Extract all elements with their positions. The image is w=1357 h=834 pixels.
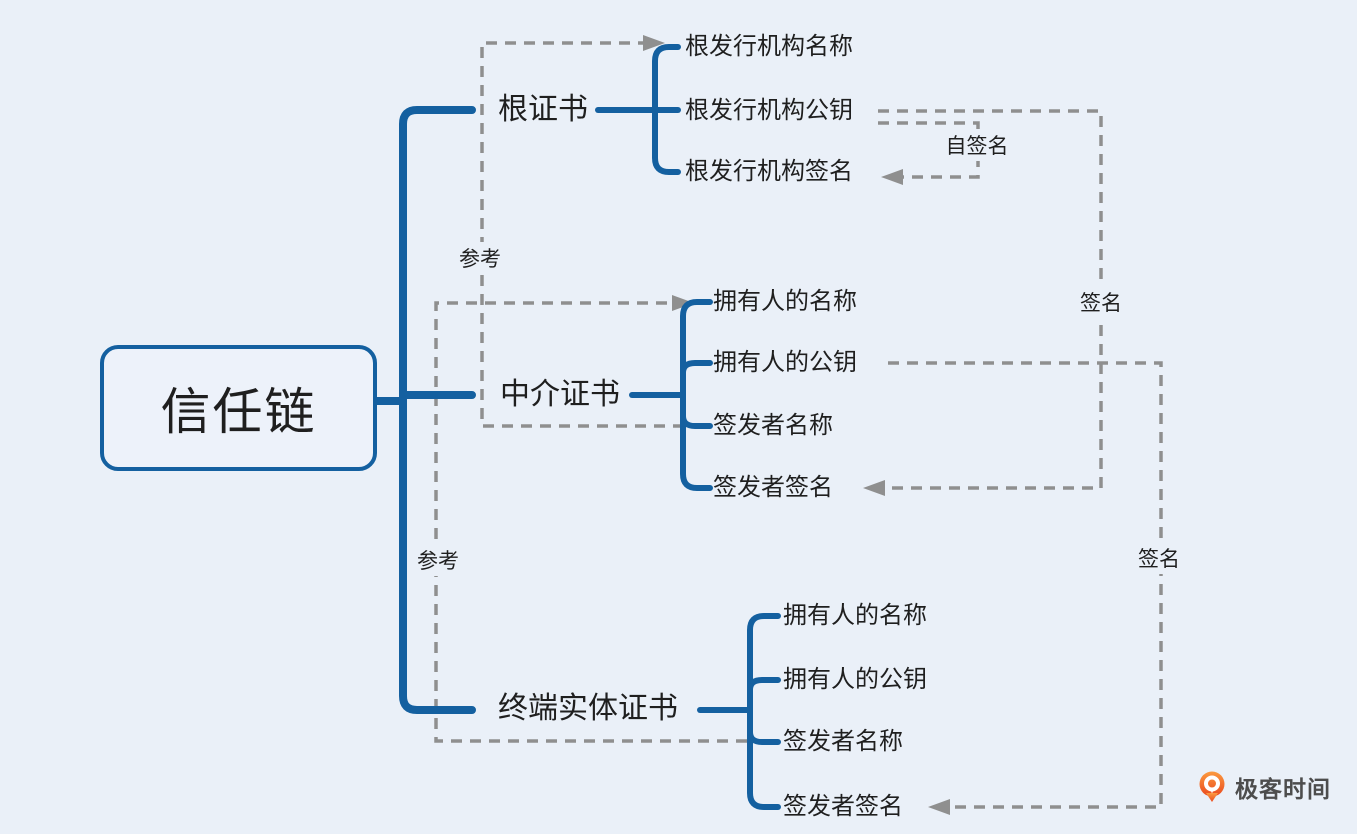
geektime-watermark-text: 极客时间 bbox=[1235, 776, 1331, 802]
geektime-watermark: 极客时间 bbox=[1196, 770, 1331, 804]
topic-root-certificate: 根证书 bbox=[498, 92, 588, 126]
rel-line-reference-2 bbox=[434, 301, 747, 743]
rel-label-self-sign: 自签名 bbox=[940, 129, 1014, 161]
child-intermediate-owner-name: 拥有人的名称 bbox=[713, 288, 857, 316]
rel-label-reference-2: 参考 bbox=[412, 544, 464, 576]
rel-line-reference-1 bbox=[480, 41, 703, 428]
child-endentity-owner-name: 拥有人的名称 bbox=[783, 602, 927, 630]
geektime-logo-icon bbox=[1199, 771, 1225, 802]
child-endentity-issuer-signature: 签发者签名 bbox=[783, 793, 903, 821]
branch3-bracket bbox=[747, 613, 781, 810]
child-intermediate-owner-pubkey: 拥有人的公钥 bbox=[713, 349, 857, 377]
rel-label-sign-1: 签名 bbox=[1075, 286, 1127, 318]
child-intermediate-issuer-signature: 签发者签名 bbox=[713, 474, 833, 502]
topic-end-entity-certificate: 终端实体证书 bbox=[498, 691, 678, 725]
child-endentity-issuer-name: 签发者名称 bbox=[783, 728, 903, 756]
relationship-arrowheads bbox=[643, 35, 950, 815]
rel-line-sign-2 bbox=[888, 361, 1163, 809]
topic-intermediate-certificate: 中介证书 bbox=[500, 377, 620, 411]
trunk-line bbox=[373, 106, 476, 714]
child-root-issuer-pubkey: 根发行机构公钥 bbox=[685, 97, 853, 125]
rel-label-sign-2: 签名 bbox=[1133, 542, 1185, 574]
child-intermediate-issuer-name: 签发者名称 bbox=[713, 412, 833, 440]
child-endentity-owner-pubkey: 拥有人的公钥 bbox=[783, 666, 927, 694]
arrowhead-left-icon bbox=[928, 799, 950, 815]
arrowhead-right-icon bbox=[643, 35, 665, 51]
relationship-lines bbox=[434, 41, 1163, 809]
arrowhead-right-icon bbox=[672, 295, 694, 311]
arrowhead-left-icon bbox=[863, 480, 885, 496]
rel-label-reference-1: 参考 bbox=[454, 242, 506, 274]
child-root-issuer-name: 根发行机构名称 bbox=[685, 33, 853, 61]
branch2-bracket bbox=[680, 299, 713, 491]
rel-line-self-sign bbox=[878, 121, 980, 179]
tree-lines bbox=[373, 44, 781, 810]
child-root-issuer-signature: 根发行机构签名 bbox=[685, 158, 853, 186]
rel-line-sign-1 bbox=[878, 109, 1103, 490]
root-topic: 信任链 bbox=[100, 345, 377, 471]
branch1-bracket bbox=[652, 44, 681, 175]
arrowhead-left-icon bbox=[881, 169, 903, 185]
root-topic-label: 信任链 bbox=[160, 384, 317, 440]
